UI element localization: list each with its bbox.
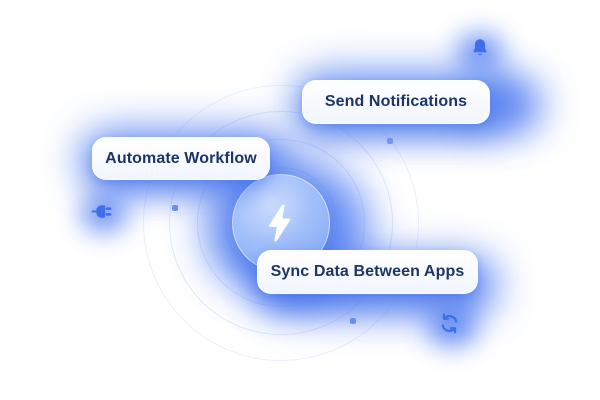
sync-data-button[interactable]: Sync Data Between Apps xyxy=(257,250,478,294)
sync-icon xyxy=(437,311,461,335)
orbit-dot xyxy=(387,138,393,144)
card-label: Send Notifications xyxy=(324,93,468,110)
card-label: Sync Data Between Apps xyxy=(270,263,465,280)
send-notifications-button[interactable]: Send Notifications xyxy=(302,80,490,124)
bell-icon xyxy=(468,36,492,60)
card-label: Automate Workflow xyxy=(105,149,257,167)
orbit-dot xyxy=(350,318,356,324)
automate-workflow-button[interactable]: Automate Workflow xyxy=(92,137,270,180)
glow-blob xyxy=(428,306,476,346)
orbit-dot xyxy=(172,205,178,211)
bolt-icon xyxy=(269,204,291,242)
plug-icon xyxy=(88,198,114,224)
orbit-circle xyxy=(143,85,419,361)
